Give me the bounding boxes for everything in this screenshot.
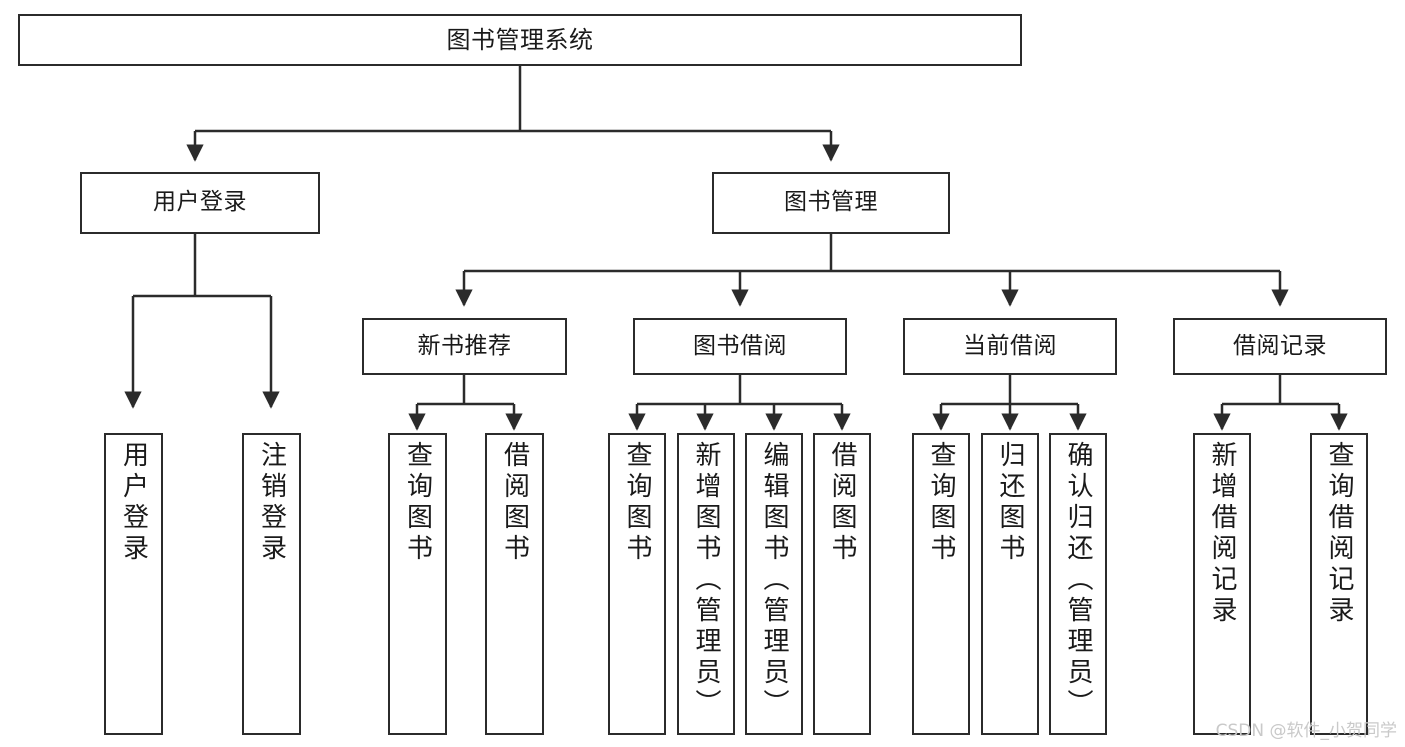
- node-label: 注销登录: [256, 441, 287, 565]
- node-current-borrowing[interactable]: 当前借阅: [903, 318, 1117, 375]
- node-label: 查询图书: [402, 441, 433, 565]
- leaf-user-login-logout[interactable]: 注销登录: [242, 433, 301, 735]
- node-label: 新增借阅记录: [1207, 441, 1237, 627]
- node-label: 当前借阅: [963, 332, 1057, 359]
- node-label: 图书借阅: [693, 332, 787, 359]
- node-label: 借阅图书: [827, 441, 857, 565]
- node-label: 编辑图书（管理员）: [759, 441, 789, 720]
- leaf-current-borrow-return-books[interactable]: 归还图书: [981, 433, 1039, 735]
- leaf-new-book-borrow-books[interactable]: 借阅图书: [485, 433, 544, 735]
- node-user-login[interactable]: 用户登录: [80, 172, 320, 234]
- node-label: 用户登录: [118, 441, 149, 565]
- leaf-user-login-login[interactable]: 用户登录: [104, 433, 163, 735]
- node-label: 查询图书: [622, 441, 652, 565]
- node-label: 图书管理系统: [446, 25, 594, 54]
- node-label: 归还图书: [995, 441, 1025, 565]
- leaf-book-borrow-add-book-admin[interactable]: 新增图书（管理员）: [677, 433, 735, 735]
- node-borrowing-records[interactable]: 借阅记录: [1173, 318, 1387, 375]
- node-label: 新增图书（管理员）: [691, 441, 721, 720]
- node-label: 借阅图书: [499, 441, 530, 565]
- node-label: 确认归还（管理员）: [1063, 441, 1093, 720]
- node-new-book-recommendation[interactable]: 新书推荐: [362, 318, 567, 375]
- leaf-book-borrow-borrow-books[interactable]: 借阅图书: [813, 433, 871, 735]
- leaf-borrow-record-query-record[interactable]: 查询借阅记录: [1310, 433, 1368, 735]
- leaf-borrow-record-add-record[interactable]: 新增借阅记录: [1193, 433, 1251, 735]
- node-label: 借阅记录: [1233, 332, 1327, 359]
- leaf-new-book-query-books[interactable]: 查询图书: [388, 433, 447, 735]
- leaf-current-borrow-query-books[interactable]: 查询图书: [912, 433, 970, 735]
- node-label: 新书推荐: [417, 332, 512, 359]
- watermark-credit: CSDN @软件_小贺同学: [1215, 721, 1397, 741]
- node-book-borrowing[interactable]: 图书借阅: [633, 318, 847, 375]
- leaf-book-borrow-query-books[interactable]: 查询图书: [608, 433, 666, 735]
- node-label: 用户登录: [153, 189, 247, 216]
- node-label: 图书管理: [784, 189, 878, 216]
- leaf-book-borrow-edit-book-admin[interactable]: 编辑图书（管理员）: [745, 433, 803, 735]
- node-book-management[interactable]: 图书管理: [712, 172, 950, 234]
- node-label: 查询借阅记录: [1324, 441, 1354, 627]
- node-label: 查询图书: [926, 441, 956, 565]
- node-root-book-management-system[interactable]: 图书管理系统: [18, 14, 1022, 66]
- leaf-current-borrow-confirm-return-admin[interactable]: 确认归还（管理员）: [1049, 433, 1107, 735]
